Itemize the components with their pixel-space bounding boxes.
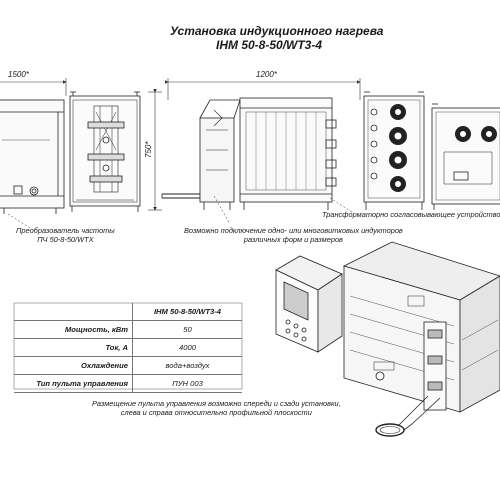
table-row: Мощность, кВт 50: [14, 320, 242, 339]
table-row: Тип пульта управления ПУН 003: [14, 374, 242, 393]
caption-converter-line-2: ПЧ 50-8-50/WTX: [37, 235, 94, 244]
table-row: Ток, А 4000: [14, 338, 242, 357]
main-cabinet-isometric: [342, 241, 500, 413]
spec-table-header-row: IHM 50-8-50/WT3-4: [14, 303, 242, 321]
dimension-line-1200: [165, 78, 361, 100]
rear-view-cabinet: [431, 103, 500, 210]
title-line-1: Установка индукционного нагрева: [170, 24, 384, 38]
inductor-coil: [375, 321, 447, 437]
fan-icon: [389, 104, 407, 192]
spec-value: ПУН 003: [132, 374, 242, 393]
caption-converter-line-1: Преобразователь частоты: [16, 226, 115, 235]
caption-control-panel-line-2: слева и справа относительно профильной п…: [120, 408, 312, 417]
caption-leader-lines: [7, 195, 353, 229]
dimension-label-750: 750*: [144, 141, 153, 158]
side-view-inductor: [161, 99, 241, 210]
caption-transformer: Трансформаторно согласовывающее устройст…: [322, 210, 500, 219]
spec-label: Мощность, кВт: [14, 320, 133, 339]
caption-control-panel-line-1: Размещение пульта управления возможно сп…: [92, 399, 341, 408]
spec-label: Охлаждение: [14, 356, 133, 375]
caption-inductors-line-1: Возможно подключение одно- или многовитк…: [184, 226, 403, 235]
spec-table: IHM 50-8-50/WT3-4 Мощность, кВт 50 Ток, …: [14, 303, 242, 393]
side-cabinet-view: [0, 99, 65, 214]
caption-converter: Преобразователь частоты ПЧ 50-8-50/WTX: [16, 226, 115, 244]
spec-value: 50: [132, 320, 242, 339]
dimension-line-1500: [0, 78, 67, 96]
control-panel-isometric: [275, 255, 343, 353]
spec-table-header: IHM 50-8-50/WT3-4: [132, 303, 242, 321]
spec-value: вода+воздух: [132, 356, 242, 375]
spec-label: Тип пульта управления: [14, 374, 133, 393]
caption-inductors-line-2: различных форм и размеров: [243, 235, 343, 244]
spec-label: Ток, А: [14, 338, 133, 357]
title-line-2: IHM 50-8-50/WT3-4: [216, 38, 323, 52]
front-view-converter: [69, 91, 141, 212]
caption-inductors: Возможно подключение одно- или многовитк…: [184, 226, 403, 244]
dimension-label-1200: 1200*: [256, 70, 277, 79]
caption-control-panel: Размещение пульта управления возможно сп…: [92, 399, 341, 417]
transformer-side-view: [239, 97, 337, 210]
dimension-label-1500: 1500*: [8, 70, 29, 79]
fan-icon: [455, 126, 497, 142]
spec-table-header-empty: [14, 303, 133, 321]
table-row: Охлаждение вода+воздух: [14, 356, 242, 375]
spec-value: 4000: [132, 338, 242, 357]
dimension-line-750: [148, 89, 162, 211]
